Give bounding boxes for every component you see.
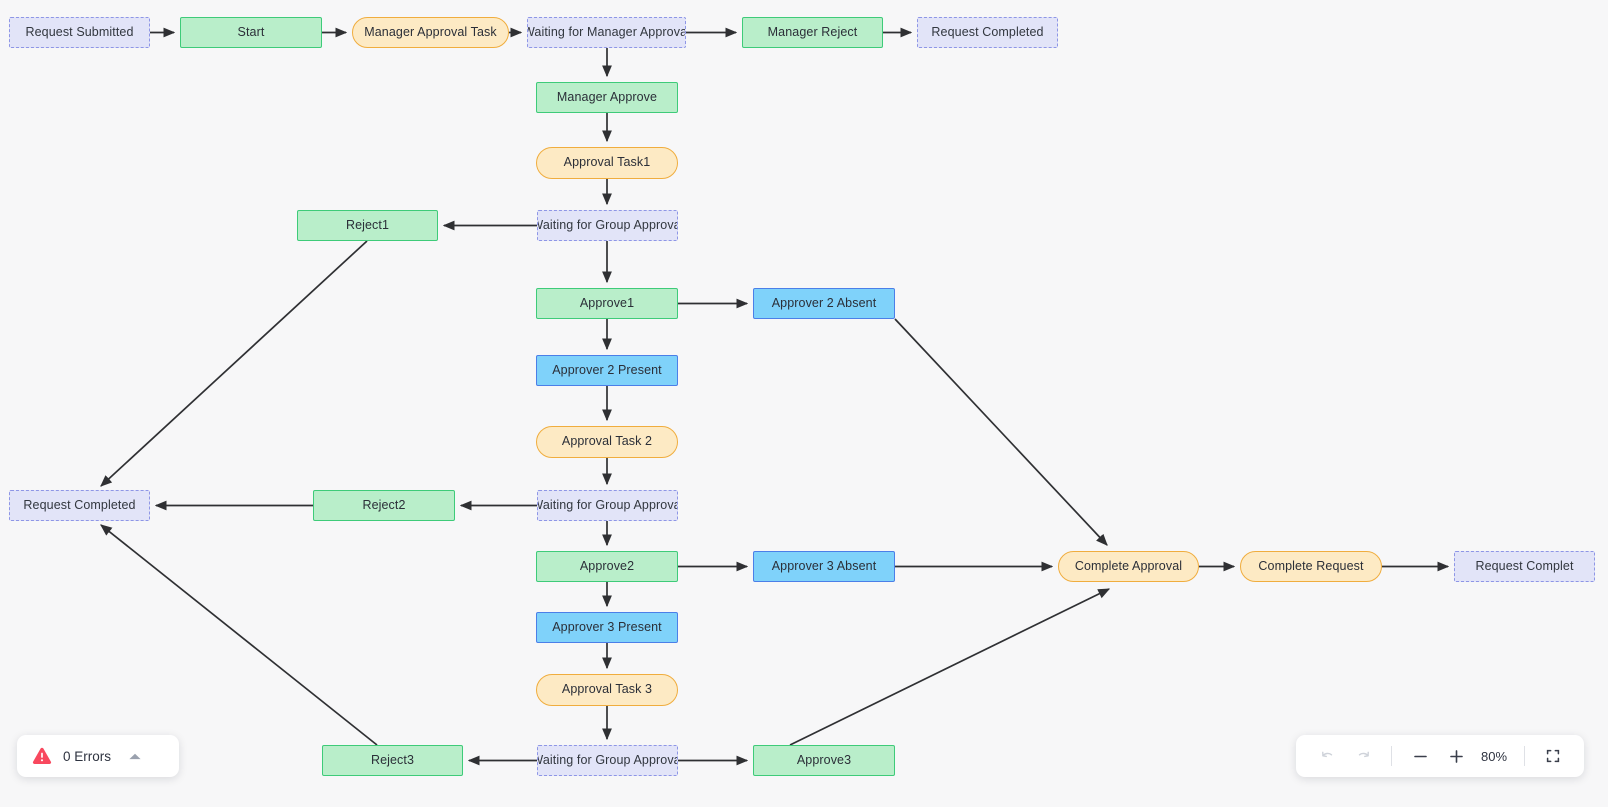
errors-panel[interactable]: 0 Errors bbox=[17, 735, 179, 777]
node-label: Manager Approval Task bbox=[364, 24, 497, 39]
node-manager-approval-task[interactable]: Manager Approval Task bbox=[352, 17, 509, 48]
node-label: Waiting for Group Approval bbox=[537, 752, 678, 767]
node-approval-task-1[interactable]: Approval Task1 bbox=[536, 147, 678, 179]
node-complete-request[interactable]: Complete Request bbox=[1240, 551, 1382, 582]
zoom-level-label[interactable]: 80% bbox=[1480, 748, 1508, 764]
node-label: Complete Approval bbox=[1074, 558, 1183, 573]
node-label: Manager Reject bbox=[767, 24, 858, 39]
chevron-up-icon[interactable] bbox=[122, 752, 142, 761]
node-label: Manager Approve bbox=[556, 89, 658, 104]
node-waiting-group-approval-2[interactable]: Waiting for Group Approval bbox=[537, 490, 678, 521]
node-label: Approve3 bbox=[796, 752, 852, 767]
node-reject-3[interactable]: Reject3 bbox=[322, 745, 463, 776]
warning-triangle-icon bbox=[32, 747, 52, 765]
zoom-out-button[interactable] bbox=[1403, 741, 1437, 771]
zoom-in-button[interactable] bbox=[1439, 741, 1473, 771]
node-reject-1[interactable]: Reject1 bbox=[297, 210, 438, 241]
errors-count-label: 0 Errors bbox=[63, 748, 112, 764]
node-approve-2[interactable]: Approve2 bbox=[536, 551, 678, 582]
node-label: Approval Task 3 bbox=[561, 682, 653, 697]
edge-reject-1-to-request-completed-2[interactable] bbox=[100, 240, 368, 487]
node-label: Approve2 bbox=[579, 558, 635, 573]
node-approve-1[interactable]: Approve1 bbox=[536, 288, 678, 319]
zoom-toolbar[interactable]: 80% bbox=[1296, 735, 1584, 777]
node-label: Waiting for Group Approval bbox=[537, 217, 678, 232]
toolbar-divider-left bbox=[1391, 746, 1392, 766]
undo-button[interactable] bbox=[1310, 741, 1344, 771]
node-label: Request Submitted bbox=[25, 24, 134, 39]
node-reject-2[interactable]: Reject2 bbox=[313, 490, 455, 521]
node-waiting-group-approval-3[interactable]: Waiting for Group Approval bbox=[537, 745, 678, 776]
edge-approver-2-absent-to-complete-approval[interactable] bbox=[894, 318, 1108, 546]
node-approval-task-2[interactable]: Approval Task 2 bbox=[536, 426, 678, 458]
node-label: Reject2 bbox=[362, 497, 406, 512]
node-approver-3-present[interactable]: Approver 3 Present bbox=[536, 612, 678, 643]
node-approver-2-absent[interactable]: Approver 2 Absent bbox=[753, 288, 895, 319]
node-label: Request Complet bbox=[1475, 558, 1574, 573]
node-request-completed-1[interactable]: Request Completed bbox=[917, 17, 1058, 48]
edges-group bbox=[100, 27, 1450, 766]
node-label: Start bbox=[237, 24, 265, 39]
toolbar-divider-right bbox=[1524, 746, 1525, 766]
node-approver-3-absent[interactable]: Approver 3 Absent bbox=[753, 551, 895, 582]
node-label: Request Completed bbox=[23, 497, 136, 512]
redo-button[interactable] bbox=[1346, 741, 1380, 771]
node-label: Approval Task1 bbox=[563, 155, 651, 170]
node-approver-2-present[interactable]: Approver 2 Present bbox=[536, 355, 678, 386]
fullscreen-button[interactable] bbox=[1536, 741, 1570, 771]
node-label: Approver 2 Present bbox=[552, 362, 662, 377]
node-manager-reject[interactable]: Manager Reject bbox=[742, 17, 883, 48]
node-approval-task-3[interactable]: Approval Task 3 bbox=[536, 674, 678, 706]
node-label: Reject3 bbox=[370, 752, 415, 767]
node-label: Request Completed bbox=[931, 24, 1044, 39]
node-label: Complete Request bbox=[1258, 558, 1364, 573]
node-label: Waiting for Group Approval bbox=[537, 497, 678, 512]
edge-approve-3-to-complete-approval[interactable] bbox=[789, 588, 1111, 746]
node-label: Approver 3 Present bbox=[552, 619, 662, 634]
node-label: Approval Task 2 bbox=[561, 434, 653, 449]
node-request-completed-3[interactable]: Request Complet bbox=[1454, 551, 1595, 582]
node-start[interactable]: Start bbox=[180, 17, 322, 48]
node-label: Reject1 bbox=[345, 217, 390, 232]
node-waiting-group-approval-1[interactable]: Waiting for Group Approval bbox=[537, 210, 678, 241]
node-label: Approver 3 Absent bbox=[771, 558, 877, 573]
node-complete-approval[interactable]: Complete Approval bbox=[1058, 551, 1199, 582]
node-label: Approve1 bbox=[579, 295, 635, 310]
edge-reject-3-to-request-completed-2[interactable] bbox=[100, 524, 378, 746]
node-label: Waiting for Manager Approval bbox=[527, 24, 686, 39]
node-label: Approver 2 Absent bbox=[771, 295, 877, 310]
node-request-completed-2[interactable]: Request Completed bbox=[9, 490, 150, 521]
node-approve-3[interactable]: Approve3 bbox=[753, 745, 895, 776]
node-request-submitted[interactable]: Request Submitted bbox=[9, 17, 150, 48]
node-manager-approve[interactable]: Manager Approve bbox=[536, 82, 678, 113]
node-waiting-manager-approval[interactable]: Waiting for Manager Approval bbox=[527, 17, 686, 48]
